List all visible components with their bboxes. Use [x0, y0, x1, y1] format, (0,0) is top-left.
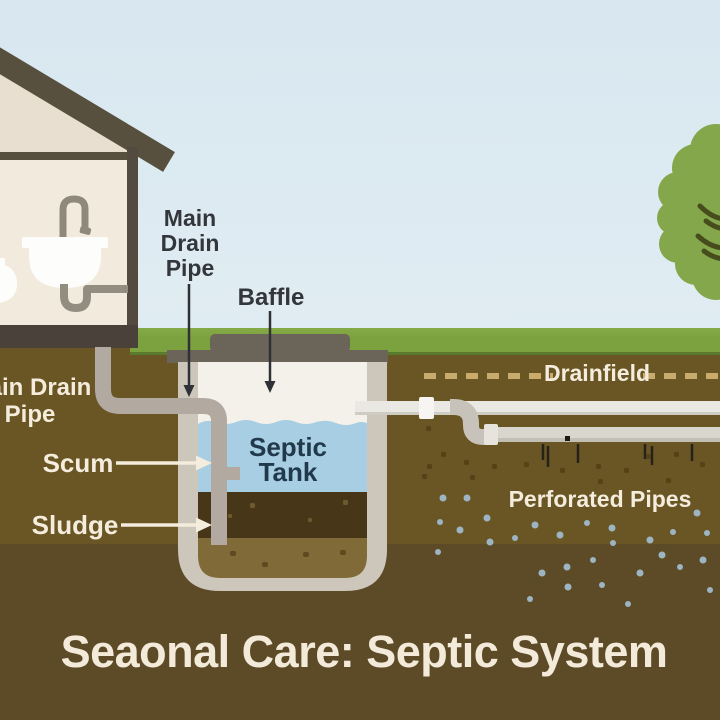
outlet-pipe [355, 401, 720, 415]
sediment-specks [230, 550, 346, 567]
perforated-coupling [484, 424, 498, 445]
toilet-bowl [0, 264, 18, 303]
outlet-pipe-shade [355, 412, 720, 415]
sink-icon [22, 237, 108, 248]
outlet-coupling [419, 397, 434, 419]
label-perforated-pipes: Perforated Pipes [508, 486, 692, 512]
perforated-pipe-shade [496, 438, 720, 442]
drain-baffle-pipe [95, 347, 227, 545]
faucet-icon [59, 195, 89, 240]
house-roof [0, 47, 175, 172]
label-main-drain-pipe-above: Main Drain Pipe [160, 205, 220, 281]
label-septic-tank: Septic Tank [248, 432, 328, 487]
main-drain-pipe-arrowhead [183, 385, 195, 397]
label-drainfield: Drainfield [543, 360, 651, 386]
label-sludge: Sludge [31, 510, 119, 540]
seepage-water-dots [435, 494, 713, 607]
house-wall-edge [127, 147, 138, 348]
baffle-arrowhead [264, 381, 276, 393]
baffle-tee [226, 467, 240, 480]
house-foundation [0, 325, 138, 348]
tank-riser-lid [210, 334, 350, 352]
page-title: Seaonal Care: Septic System [60, 626, 668, 677]
label-scum: Scum [42, 448, 114, 478]
perforation-marks [541, 444, 694, 467]
soil-specks [422, 426, 705, 484]
faucet-handle [79, 226, 92, 235]
tree-canopy [657, 124, 720, 300]
tree-branches [695, 203, 720, 261]
house [0, 47, 175, 348]
tank-top-slab [167, 350, 388, 363]
tree-icon [657, 124, 720, 300]
sludge-arrowhead [196, 517, 212, 533]
p-trap-pipe [60, 284, 128, 312]
label-baffle: Baffle [237, 284, 305, 311]
callout-arrows [116, 284, 276, 533]
drainfield-pipes [355, 397, 720, 467]
scum-arrowhead [196, 455, 212, 471]
label-main-drain-pipe-below: Main Drain Pipe [0, 374, 92, 428]
sink-bowl [29, 248, 101, 288]
main-drain-pipe [95, 347, 240, 545]
pipe-elbow [450, 399, 487, 445]
house-ceiling-beam [0, 152, 137, 160]
sludge-specks [228, 500, 348, 522]
sediment-layer [198, 538, 367, 578]
perforation-hole [565, 436, 570, 441]
tank-water [198, 420, 367, 494]
